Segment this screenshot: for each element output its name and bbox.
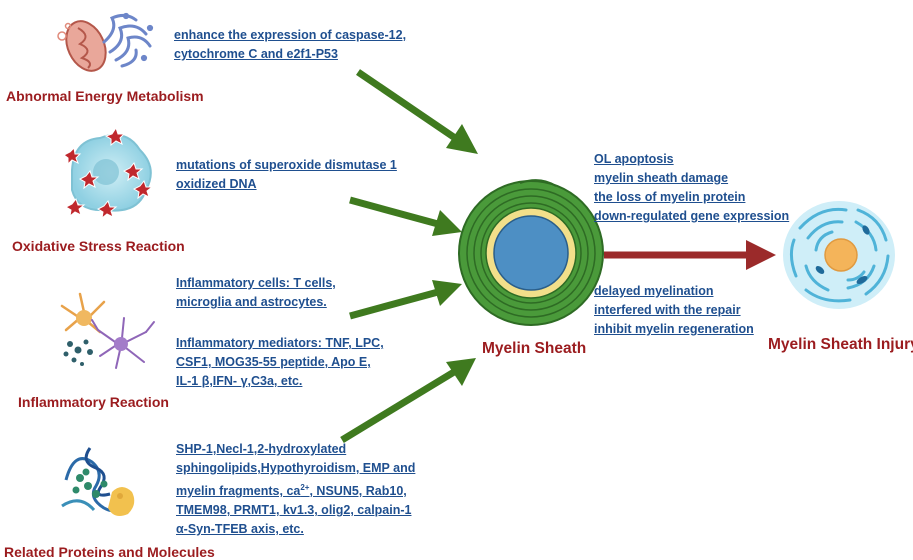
damage-line: the loss of myelin protein [594, 190, 746, 204]
arrow-proteins [340, 358, 476, 443]
arrow-injury [604, 240, 776, 270]
inflammatory-mediators-text: Inflammatory mediators: TNF, LPC, CSF1, … [176, 334, 384, 391]
oxidative-text-line: mutations of superoxide dismutase 1 [176, 158, 397, 172]
proteins-text-line: myelin fragments, ca2+, NSUN5, Rab10, [176, 478, 415, 501]
proteins-line3-pre: myelin fragments, ca [176, 484, 301, 499]
myelin-injury-label: Myelin Sheath Injury [768, 336, 913, 353]
regen-line: interfered with the repair [594, 303, 741, 317]
myelin-sheath-label: Myelin Sheath [482, 340, 587, 357]
oxidative-mechanism-text: mutations of superoxide dismutase 1 oxid… [176, 156, 397, 194]
inflam-mediators-line: CSF1, MOG35-55 peptide, Apo E, [176, 355, 371, 369]
category-inflammatory-label: Inflammatory Reaction [18, 394, 169, 410]
arrow-inflammatory [349, 280, 462, 320]
regeneration-outcomes-text: delayed myelination interfered with the … [594, 282, 754, 339]
inflam-mediators-line: Inflammatory mediators: TNF, LPC, [176, 336, 384, 350]
arrow-oxidative [349, 196, 462, 236]
proteins-text-line: TMEM98, PRMT1, kv1.3, olig2, calpain-1 [176, 503, 412, 518]
damaged-cell-icon [63, 126, 154, 220]
damage-outcomes-text: OL apoptosis myelin sheath damage the lo… [594, 150, 789, 226]
myelin-sheath-icon [458, 179, 604, 326]
category-oxidative-label: Oxidative Stress Reaction [12, 238, 185, 254]
proteins-text-line: sphingolipids,Hypothyroidism, EMP and [176, 461, 416, 475]
regen-line: inhibit myelin regeneration [594, 322, 754, 336]
arrow-energy [356, 69, 478, 154]
oxidative-text-line: oxidized DNA [176, 177, 257, 191]
protein-molecules-icon [61, 447, 135, 516]
proteins-mechanism-text: SHP-1,Necl-1,2-hydroxylated sphingolipid… [176, 440, 415, 539]
category-energy-label: Abnormal Energy Metabolism [6, 88, 204, 104]
proteins-text-line: α-Syn-TFEB axis, etc. [176, 522, 304, 537]
damage-line: down-regulated gene expression [594, 209, 790, 223]
calcium-superscript: 2+ [300, 483, 310, 492]
inflam-cells-line: Inflammatory cells: T cells, [176, 276, 336, 290]
inflammatory-cells-text: Inflammatory cells: T cells, microglia a… [176, 274, 336, 312]
energy-text-line: cytochrome C and e2f1-P53 [174, 47, 338, 61]
injured-cell-icon [783, 201, 895, 309]
er-icon [102, 12, 154, 68]
energy-mechanism-text: enhance the expression of caspase-12, cy… [174, 26, 406, 64]
damage-line: myelin sheath damage [594, 171, 729, 185]
damage-line: OL apoptosis [594, 152, 674, 166]
proteins-text-line: SHP-1,Necl-1,2-hydroxylated [176, 442, 347, 456]
category-proteins-label: Related Proteins and Molecules [4, 544, 215, 560]
inflam-cells-line: microglia and astrocytes. [176, 295, 327, 309]
regen-line: delayed myelination [594, 284, 714, 298]
energy-text-line: enhance the expression of caspase-12, [174, 28, 407, 42]
proteins-line3-post: , NSUN5, Rab10, [309, 484, 407, 499]
mitochondria-icon [57, 20, 107, 72]
inflam-mediators-line: IL-1 β,IFN- γ,C3a, etc. [176, 374, 303, 388]
glia-cells-icon [60, 292, 155, 369]
